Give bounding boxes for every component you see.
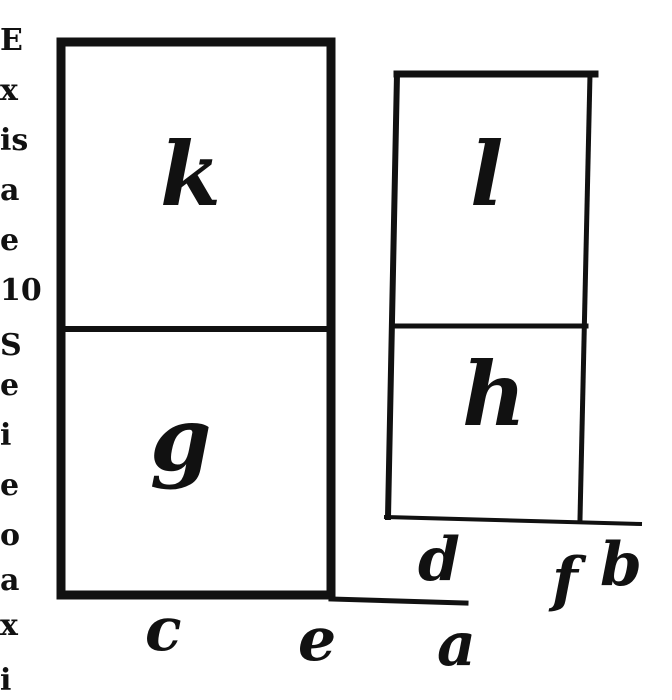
margin-letter: x [0,73,19,108]
margin-letter: i [0,418,11,453]
margin-letter: e [0,368,19,403]
margin-letter: o [0,518,20,553]
label-h: h [462,342,526,446]
right-rect-left [384,70,401,521]
label-k: k [160,122,221,226]
margin-letter: a [0,173,19,208]
label-g: g [150,387,212,491]
base-line-ea [328,596,469,606]
label-d: d [418,525,460,595]
right-rect-right [577,71,593,522]
right-rectangle [383,70,643,527]
margin-letter: is [0,123,28,158]
label-a: a [437,610,476,680]
margin-letter: 10 [0,273,42,308]
margin-letter: i [0,663,11,698]
margin-text-column: E x is a e 10 S e i e o a x i [0,23,42,698]
margin-letter: S [0,328,22,363]
margin-letter: a [0,563,19,598]
margin-letter: E [0,23,23,58]
left-rect-outline [56,37,336,600]
base-line-db [383,514,643,527]
label-e: e [298,605,336,675]
margin-letter: x [0,608,19,643]
margin-letter: e [0,223,19,258]
label-b: b [600,530,642,600]
label-f: f [548,545,587,615]
label-l: l [470,122,503,226]
label-c: c [145,595,182,665]
margin-letter: e [0,468,19,503]
left-rectangle [56,37,469,606]
